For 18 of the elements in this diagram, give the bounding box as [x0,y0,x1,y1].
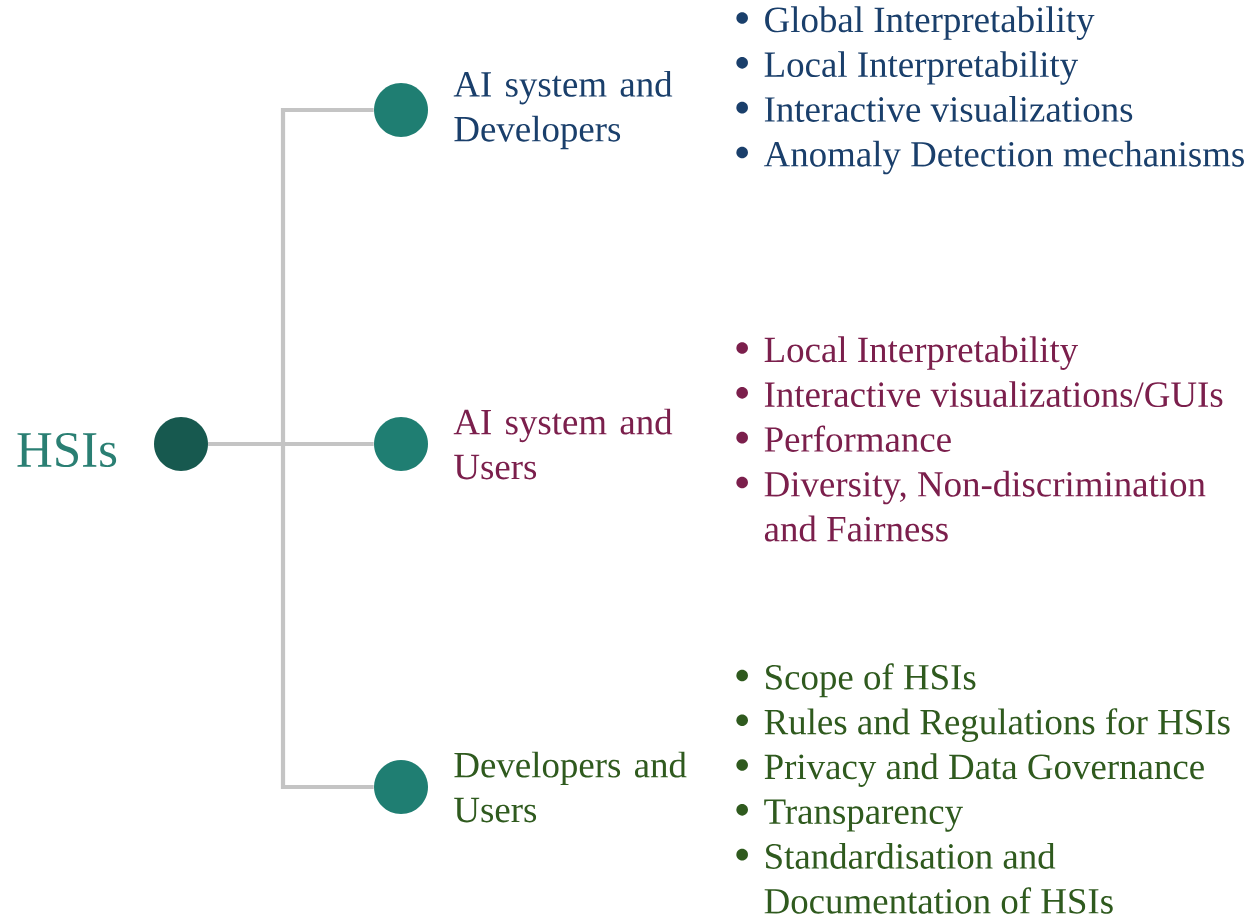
branch-label: AI system and Users [453,408,673,480]
list-item: Rules and Regulations for HSIs [764,708,1230,743]
list-item: Local Interpretability [764,336,1078,370]
list-item: Diversity, Non-discrimination and Fairness [764,470,1206,542]
list-item: Standardisation and Documentation of HSIs [764,842,1113,914]
list-item: Interactive visualizations [764,95,1133,122]
list-item: Performance [764,425,951,452]
branch-label: Developers and Users [454,751,687,823]
list-item: Global Interpretability [765,6,1095,40]
list-item: Local Interpretability [764,51,1078,85]
connector-line [208,441,374,790]
list-item: Interactive visualizations/GUIs [764,381,1223,408]
list-item: Anomaly Detection mechanisms [763,140,1244,175]
list-item: Transparency [764,799,963,832]
branch-label: AI system and Developers [453,70,673,150]
list-item: Privacy and Data Governance [764,753,1204,787]
root-label: HSIs [17,432,117,468]
list-item: Scope of HSIs [766,663,976,698]
